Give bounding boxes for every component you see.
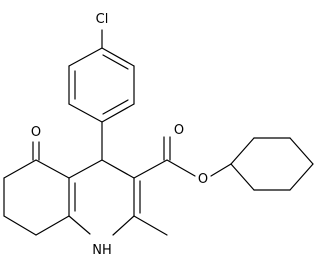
ring-bond xyxy=(289,137,314,165)
dihydropyridine-ring xyxy=(68,159,141,236)
ring-bond xyxy=(3,215,37,236)
methyl-bond xyxy=(133,215,168,236)
ring-bond xyxy=(35,159,70,179)
ring-double-bond xyxy=(102,99,129,115)
cyclohexenone-ring xyxy=(3,159,70,236)
cyclohexyl-ring xyxy=(230,137,314,191)
ring-bond xyxy=(289,163,314,191)
ring-bond xyxy=(230,163,255,191)
ring-bond xyxy=(101,103,135,123)
ring-bond xyxy=(68,215,91,235)
ring-bond xyxy=(101,47,135,67)
ring-bond xyxy=(68,159,103,179)
carbonyl-oxygen-label: O xyxy=(174,123,184,138)
chlorine-label: Cl xyxy=(96,12,109,27)
ring-bond xyxy=(68,47,103,67)
ring-double-bond xyxy=(102,54,129,70)
ester-oxygen-label: O xyxy=(198,172,208,187)
bond-carbonyl-ester-o xyxy=(166,159,196,177)
ring-bond xyxy=(68,103,103,123)
ring-bond xyxy=(3,159,37,179)
bond-c3-carbonyl xyxy=(133,159,168,179)
ring-bond xyxy=(112,215,135,236)
ring-bond xyxy=(101,159,135,179)
ring-bond xyxy=(35,215,70,236)
ring-bond xyxy=(230,137,255,165)
amine-label: NH xyxy=(92,243,112,258)
bond-ester-o-cyclohexyl xyxy=(210,163,232,177)
chlorophenyl-ring xyxy=(68,47,135,123)
ketone-oxygen-label: O xyxy=(31,125,41,140)
